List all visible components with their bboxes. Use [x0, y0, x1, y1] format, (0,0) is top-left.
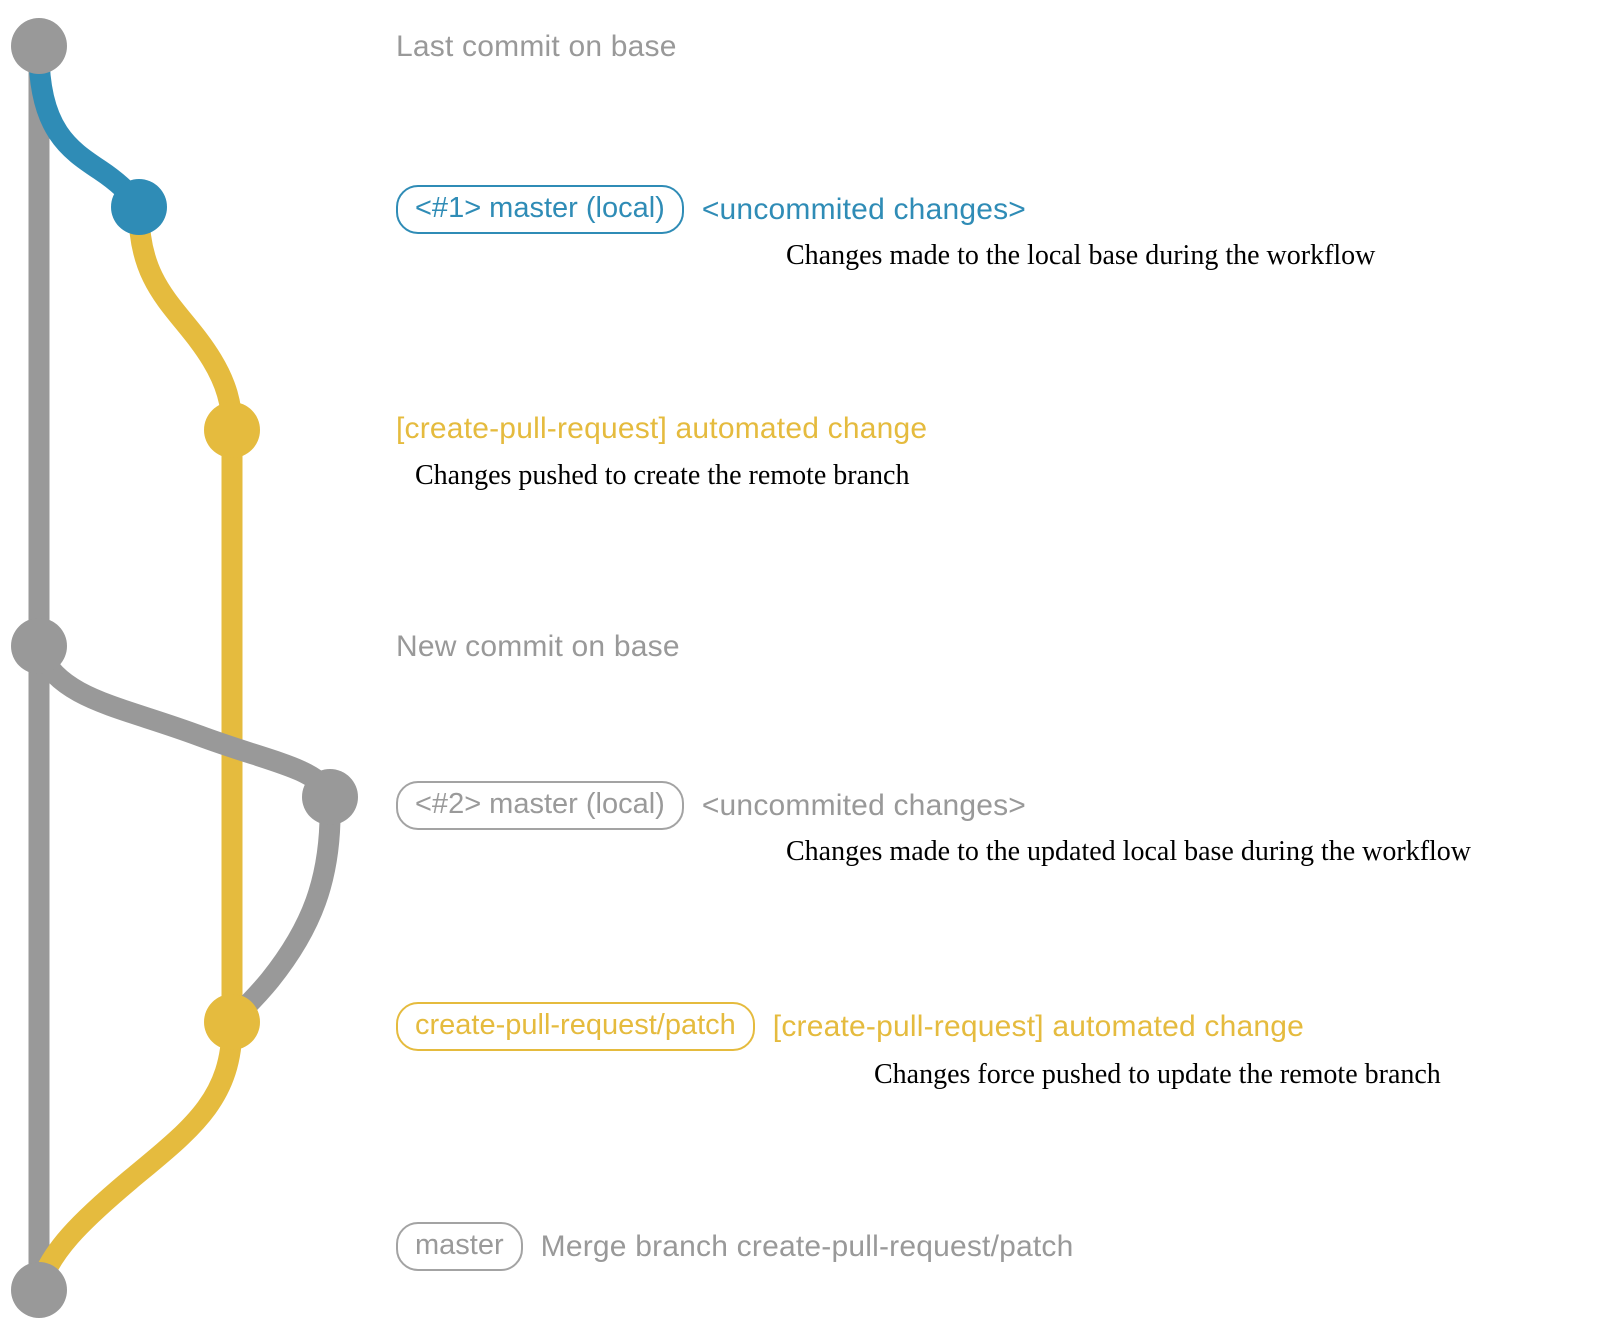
commit-node-last-commit-on-base[interactable] — [11, 18, 67, 74]
commit-node-master-local-1[interactable] — [111, 179, 167, 235]
commit-message-last-commit-on-base: Last commit on base — [396, 30, 677, 63]
branch-badge-create-pull-request-patch[interactable]: create-pull-request/patch — [396, 1002, 755, 1051]
local-branch-line-1 — [28, 41, 150, 216]
commit-row-merge-master: master Merge branch create-pull-request/… — [396, 1222, 1074, 1271]
commit-message-master-local-2: <uncommited changes> — [701, 788, 1027, 822]
commit-node-new-commit-on-base[interactable] — [11, 618, 67, 674]
commit-node-automated-change-1[interactable] — [204, 402, 260, 458]
commit-row-master-local-1: <#1> master (local) <uncommited changes> — [396, 185, 1026, 234]
commit-row-automated-change-2: create-pull-request/patch [create-pull-r… — [396, 1002, 1304, 1051]
patch-branch-line-1 — [128, 201, 243, 439]
commit-note-automated-change-2: Changes force pushed to update the remot… — [874, 1059, 1441, 1090]
commit-node-master-local-2[interactable] — [302, 769, 358, 825]
rebase-branch-line — [28, 639, 341, 804]
commit-row-new-commit-on-base: New commit on base — [396, 630, 680, 664]
commit-note-master-local-1: Changes made to the local base during th… — [786, 240, 1376, 271]
commit-message-master-local-1: <uncommited changes> — [701, 192, 1027, 226]
commit-message-new-commit-on-base: New commit on base — [396, 630, 680, 663]
commit-row-automated-change-1: [create-pull-request] automated change — [396, 412, 927, 446]
branch-badge-master[interactable]: master — [396, 1222, 523, 1271]
commit-message-automated-change-1: [create-pull-request] automated change — [396, 412, 928, 445]
merge-branch-line — [29, 1015, 243, 1297]
commit-row-last-commit-on-base: Last commit on base — [396, 30, 677, 64]
commit-message-automated-change-2: [create-pull-request] automated change — [772, 1009, 1305, 1043]
commit-node-merge-master[interactable] — [11, 1262, 67, 1318]
branch-badge-master-local-1[interactable]: <#1> master (local) — [396, 185, 684, 234]
commit-row-master-local-2: <#2> master (local) <uncommited changes> — [396, 781, 1026, 830]
branch-badge-master-local-2[interactable]: <#2> master (local) — [396, 781, 684, 830]
commit-note-master-local-2: Changes made to the updated local base d… — [786, 836, 1472, 867]
commit-note-automated-change-1: Changes pushed to create the remote bran… — [415, 460, 910, 491]
commit-message-merge-master: Merge branch create-pull-request/patch — [540, 1229, 1074, 1263]
commit-node-automated-change-2[interactable] — [204, 994, 260, 1050]
rebase-to-patch-line — [221, 791, 341, 1031]
